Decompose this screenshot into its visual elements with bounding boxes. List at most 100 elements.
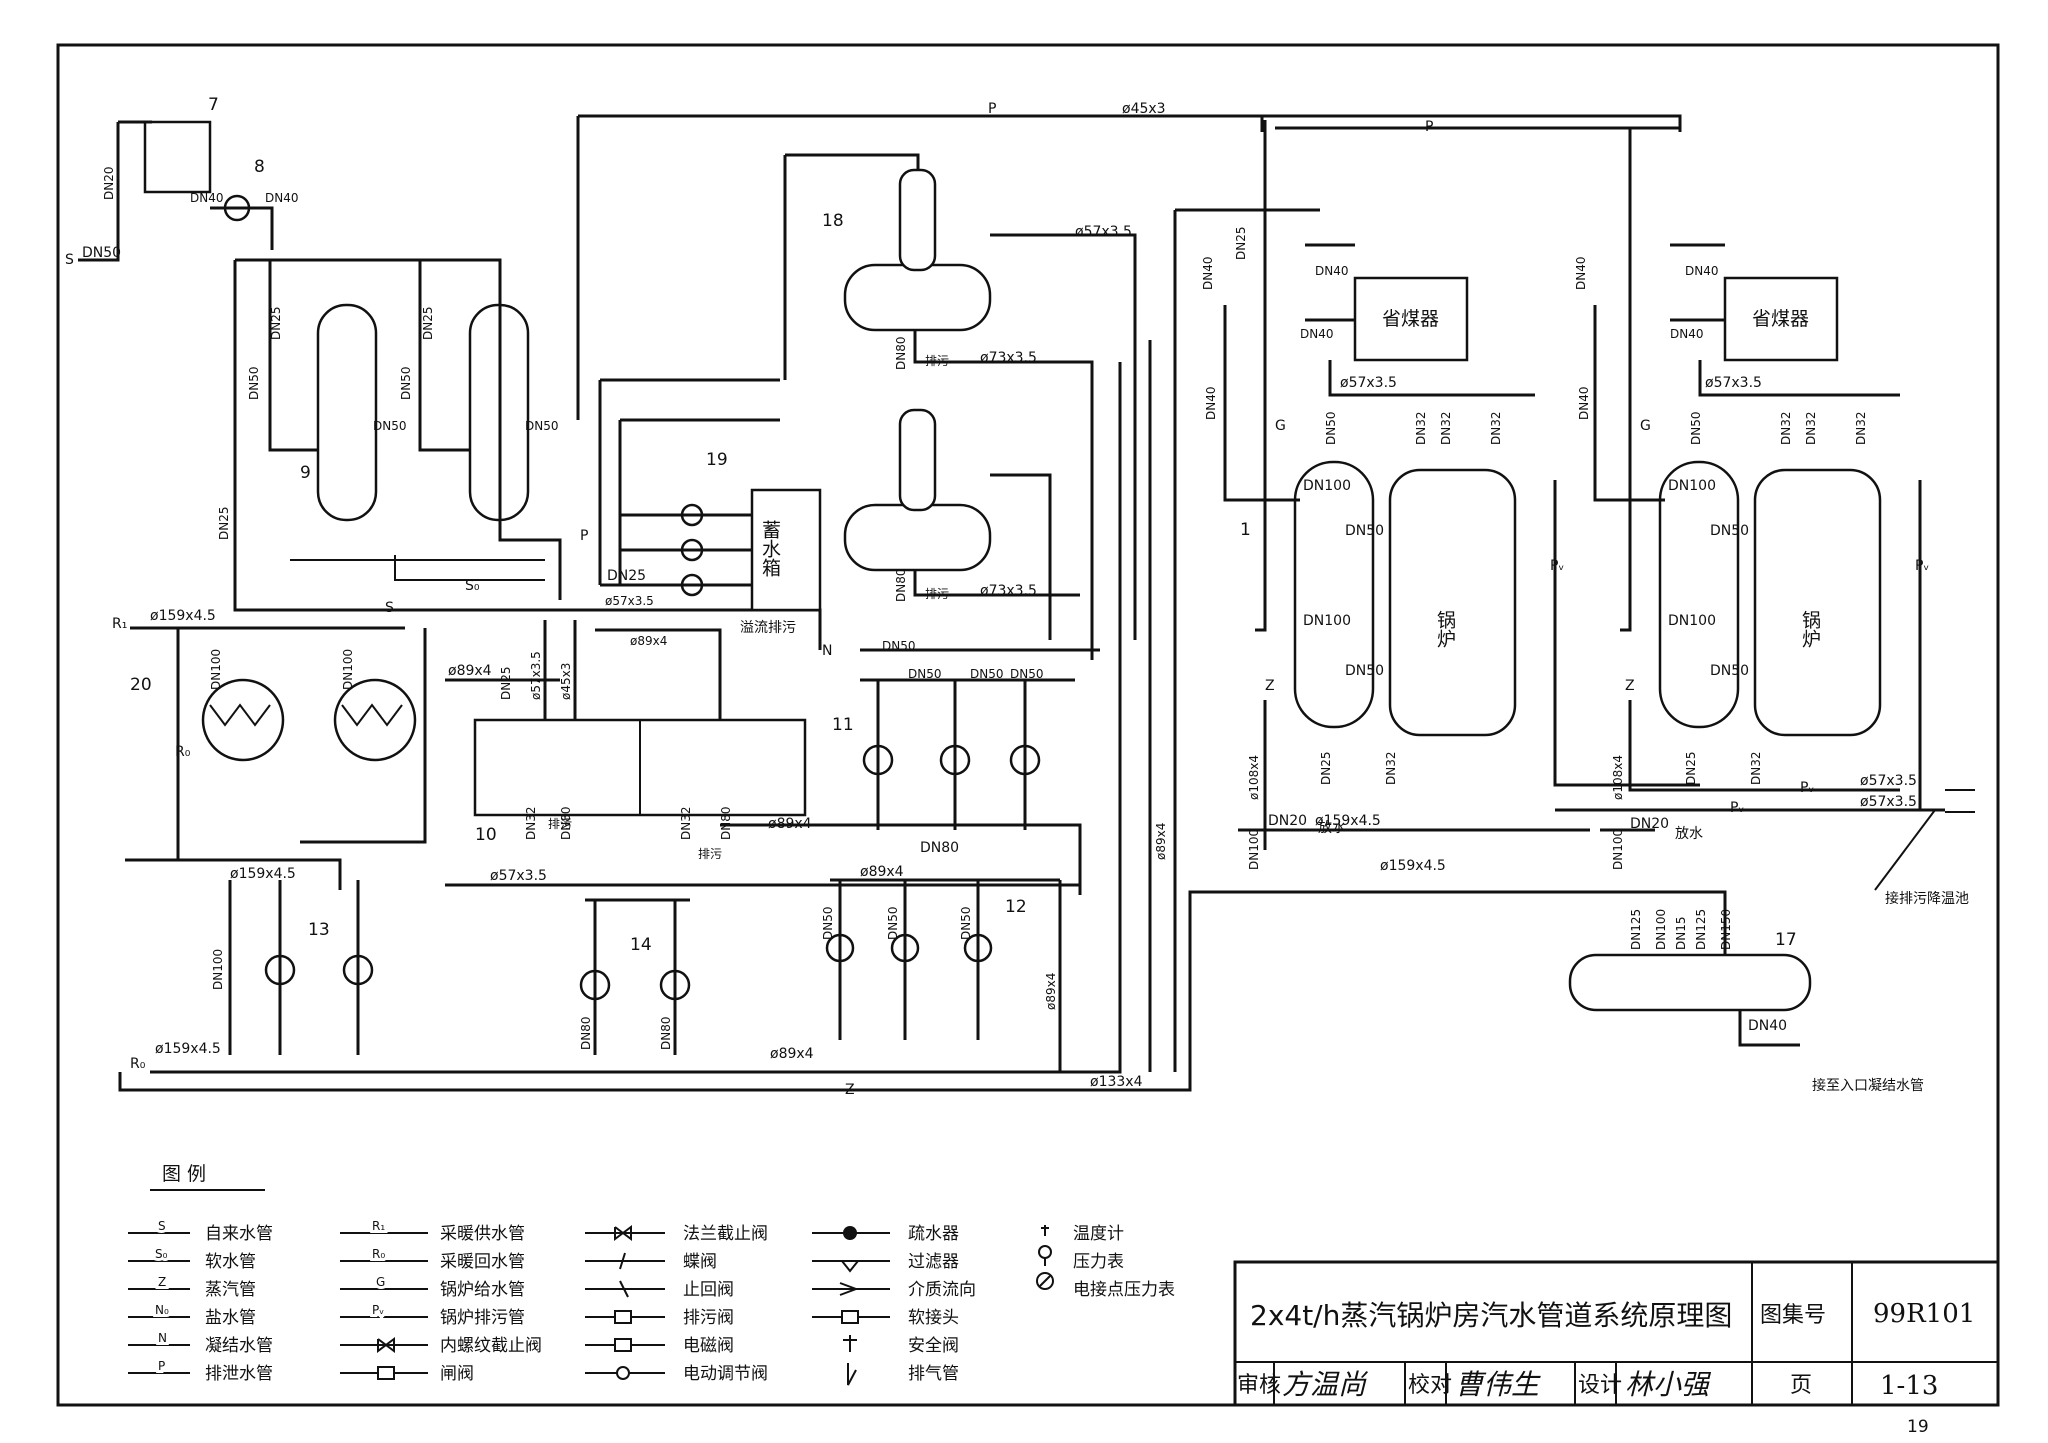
label-dn50-a2: DN50 <box>1345 663 1384 679</box>
review-signature: 方温尚 <box>1282 1368 1369 1401</box>
label-p89-vert: ø89x4 <box>1044 973 1058 1010</box>
pipe-p-header <box>578 114 1682 132</box>
design-label: 设计 <box>1578 1373 1622 1398</box>
heat-exchanger-20b <box>333 678 417 762</box>
label-p57-pw2: ø57x3.5 <box>1860 794 1917 810</box>
label-dn100-a2: DN100 <box>1303 613 1351 629</box>
label-dn100-a3: DN100 <box>1247 829 1261 870</box>
legend-item-p: 排泄水管 <box>205 1364 273 1384</box>
pipe-heating-return <box>150 362 1122 1074</box>
label-p89-mid: ø89x4 <box>768 816 812 832</box>
tag-1: 1 <box>1240 520 1251 540</box>
legend-col5: 温度计 压力表 电接点压力表 <box>1036 1224 1175 1300</box>
label-dn50-11b: DN50 <box>970 667 1004 681</box>
label-drain-a: 放水 <box>1318 820 1346 836</box>
condensate-header-17 <box>1568 953 1812 1012</box>
label-dn40-a2: DN40 <box>1300 327 1334 341</box>
legend-item-pw: 锅炉排污管 <box>440 1308 525 1328</box>
deaerator-column-19a <box>898 168 937 272</box>
label-p89-b: ø89x4 <box>770 1046 814 1062</box>
label-dn100-a1: DN100 <box>1303 478 1351 494</box>
label-rh-left: R₀ <box>175 744 191 760</box>
label-p57-top10: ø57x3.5 <box>605 594 654 608</box>
label-dn50-b2: DN50 <box>1710 663 1749 679</box>
atlas-number: 99R101 <box>1873 1299 1975 1329</box>
label-p57-boiler-a: ø57x3.5 <box>1340 375 1397 391</box>
label-p73-19b: ø73x3.5 <box>980 583 1037 599</box>
legend-item-n: 凝结水管 <box>205 1336 273 1356</box>
label-p89-12: ø89x4 <box>860 864 904 880</box>
label-p45-10: ø45x3 <box>559 663 573 700</box>
label-dn100-b3: DN100 <box>1611 829 1625 870</box>
label-z-b: Z <box>1625 678 1635 694</box>
label-rs-top: R₁ <box>112 616 127 632</box>
label-p159-b: ø159x4.5 <box>155 1041 221 1057</box>
label-dn25-top10: DN25 <box>607 568 646 584</box>
label-dn40-b1: DN40 <box>1685 264 1719 278</box>
svg-text:Z: Z <box>158 1275 166 1289</box>
page-label: 页 <box>1790 1373 1812 1398</box>
label-g-a: G <box>1275 418 1286 434</box>
title-block: 2x4t/h蒸汽锅炉房汽水管道系统原理图 图集号 99R101 审核 方温尚 校… <box>1233 1260 2000 1407</box>
legend-item-butterfly: 蝶阀 <box>683 1252 717 1272</box>
legend-item-g: 锅炉给水管 <box>440 1280 525 1300</box>
label-dn100-20a: DN100 <box>209 649 223 690</box>
tag-12: 12 <box>1005 897 1027 917</box>
deaerator-19b <box>843 503 992 572</box>
label-p57-mid: ø57x3.5 <box>490 868 547 884</box>
label-dn32-a1: DN32 <box>1414 412 1428 446</box>
tag-9: 9 <box>300 463 311 483</box>
label-dn40-a4: DN40 <box>1204 387 1218 421</box>
label-dn32-b2: DN32 <box>1804 412 1818 446</box>
label-p-2: P <box>1425 119 1433 135</box>
svg-text:R₁: R₁ <box>372 1219 385 1233</box>
label-dn32-10b: DN32 <box>679 807 693 841</box>
legend-item-safety-valve: 安全阀 <box>908 1336 959 1356</box>
label-dn50-b1: DN50 <box>1710 523 1749 539</box>
label-dn100-b1: DN100 <box>1668 478 1716 494</box>
label-p57-boiler-b: ø57x3.5 <box>1705 375 1762 391</box>
label-p45-top: ø45x3 <box>1122 101 1166 117</box>
legend-item-thermometer: 温度计 <box>1073 1224 1124 1244</box>
label-overflow: 溢流排污 <box>740 620 796 636</box>
page-number: 1-13 <box>1880 1371 1938 1401</box>
label-dn20-a: DN20 <box>1268 813 1307 829</box>
legend-item-s: 自来水管 <box>205 1224 273 1244</box>
softener-9a <box>316 303 378 522</box>
label-dn32-a3: DN32 <box>1489 412 1503 446</box>
svg-text:G: G <box>376 1275 385 1289</box>
label-dn40-17: DN40 <box>1748 1018 1787 1034</box>
label-pw-c: Pᵥ <box>1800 780 1814 796</box>
legend-col4: 疏水器 过滤器 介质流向 软接头 安全阀 排气管 <box>812 1224 976 1386</box>
label-dn40-8b: DN40 <box>265 191 299 205</box>
legend-item-flow-direction: 介质流向 <box>908 1280 976 1300</box>
label-p89-right: ø89x4 <box>1154 823 1168 860</box>
label-dn20-b: DN20 <box>1630 816 1669 832</box>
label-z-main: Z <box>845 1082 855 1098</box>
label-dn32-10a: DN32 <box>524 807 538 841</box>
legend-item-pressure-gauge: 压力表 <box>1073 1252 1124 1272</box>
label-dn50-a3: DN50 <box>1324 412 1338 446</box>
label-boiler-a: 锅炉 <box>1434 610 1456 648</box>
label-dn25-left: DN25 <box>217 507 231 541</box>
label-pw-b: Pᵥ <box>1915 558 1929 574</box>
label-dn32-a2: DN32 <box>1439 412 1453 446</box>
boiler-b <box>1753 468 1882 737</box>
label-dn40-b4: DN40 <box>1577 387 1591 421</box>
tag-11: 11 <box>832 715 854 735</box>
sheet-page-number: 19 <box>1907 1417 1929 1437</box>
tag-17: 17 <box>1775 930 1797 950</box>
label-p159-mid: ø159x4.5 <box>230 866 296 882</box>
label-dn50-a1: DN50 <box>1345 523 1384 539</box>
svg-text:S₀: S₀ <box>155 1247 168 1261</box>
check-signature: 曹伟生 <box>1455 1368 1541 1401</box>
legend-item-rh: 采暖回水管 <box>440 1252 525 1272</box>
label-dn50-12a: DN50 <box>821 907 835 941</box>
legend-item-check-valve: 止回阀 <box>683 1280 734 1300</box>
label-dn80-10b: DN80 <box>719 807 733 841</box>
svg-text:S: S <box>158 1219 166 1233</box>
tag-14: 14 <box>630 935 652 955</box>
legend-item-steam-trap: 疏水器 <box>908 1224 959 1244</box>
label-p89-top10: ø89x4 <box>630 634 667 648</box>
